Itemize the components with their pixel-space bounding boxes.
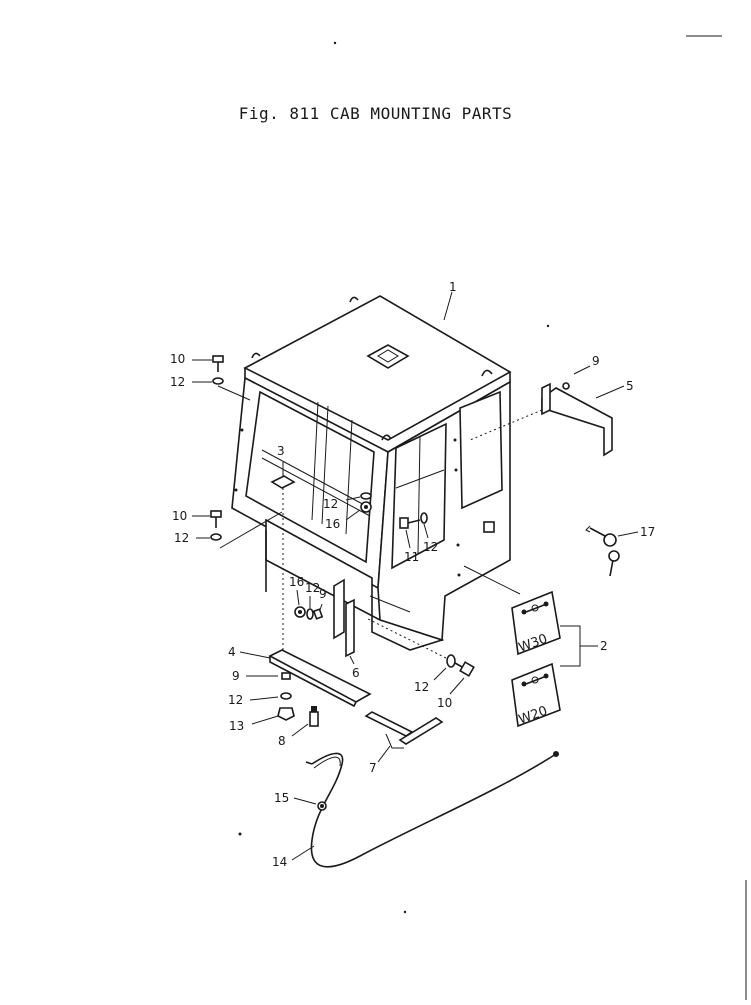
callout-9-top: 9 xyxy=(592,354,600,368)
figure-title: Fig. 811 CAB MOUNTING PARTS xyxy=(238,104,513,123)
callout-3: 3 xyxy=(277,444,285,458)
cab-assembly xyxy=(231,295,512,651)
callout-16-lower: 16 xyxy=(289,575,304,589)
side-door-window xyxy=(459,390,503,510)
callout-12-lower-right: 12 xyxy=(414,680,429,694)
callout-9-mid: 9 xyxy=(319,587,327,601)
callout-13: 13 xyxy=(229,719,244,733)
bolt-10-lower xyxy=(454,661,475,677)
callout-15: 15 xyxy=(274,791,289,805)
part-6-bracket xyxy=(333,578,355,658)
callout-12-bolt11: 12 xyxy=(423,540,438,554)
callout-11: 11 xyxy=(404,550,419,564)
callout-7: 7 xyxy=(369,761,377,775)
front-windshield xyxy=(245,390,375,564)
washer-12-mid xyxy=(210,533,222,541)
part-3-pad xyxy=(270,475,296,489)
washer-12-lower xyxy=(306,608,314,620)
part-17-key xyxy=(585,525,620,577)
callout-12-mid: 12 xyxy=(174,531,189,545)
cab-lower-skirt xyxy=(265,518,445,651)
plate-w30: W30 xyxy=(511,590,561,656)
callout-17: 17 xyxy=(640,525,655,539)
plate-w20: W20 xyxy=(511,662,561,728)
nut-13 xyxy=(277,707,295,721)
washer-12-upper xyxy=(212,377,224,385)
washer-12-bolt11 xyxy=(420,512,428,524)
callout-4: 4 xyxy=(228,645,236,659)
callout-16-inner: 16 xyxy=(325,517,340,531)
callout-5: 5 xyxy=(626,379,634,393)
part-4-plate xyxy=(268,649,372,703)
callout-12-lower: 12 xyxy=(305,581,320,595)
callout-8: 8 xyxy=(278,734,286,748)
part-14-cable xyxy=(310,752,557,868)
callout-6: 6 xyxy=(352,666,360,680)
callout-2: 2 xyxy=(600,639,608,653)
callout-12-stack: 12 xyxy=(228,693,243,707)
bolt-11 xyxy=(399,517,421,529)
part-9-plate-lower xyxy=(281,672,291,680)
part-5-bracket xyxy=(541,382,613,457)
washer-12-stack xyxy=(280,692,292,700)
part-7-brackets xyxy=(364,711,444,749)
part-9-pin xyxy=(562,382,570,390)
washer-12-lower-right xyxy=(446,654,456,668)
callout-9-lower: 9 xyxy=(232,669,240,683)
roof-hatch xyxy=(366,344,410,369)
callout-12-inner: 12 xyxy=(323,497,338,511)
callout-1: 1 xyxy=(449,280,457,294)
callout-12-upper: 12 xyxy=(170,375,185,389)
callout-10-upper: 10 xyxy=(170,352,185,366)
callout-10-mid: 10 xyxy=(172,509,187,523)
bolt-10-mid xyxy=(210,510,222,528)
callout-10-lower: 10 xyxy=(437,696,452,710)
callout-14: 14 xyxy=(272,855,287,869)
door-emblem xyxy=(483,521,495,533)
washer-12-inner xyxy=(360,492,372,500)
part-9-plate-mid xyxy=(312,608,324,620)
part-8-stud xyxy=(309,711,319,727)
bolt-10-upper xyxy=(212,355,224,372)
